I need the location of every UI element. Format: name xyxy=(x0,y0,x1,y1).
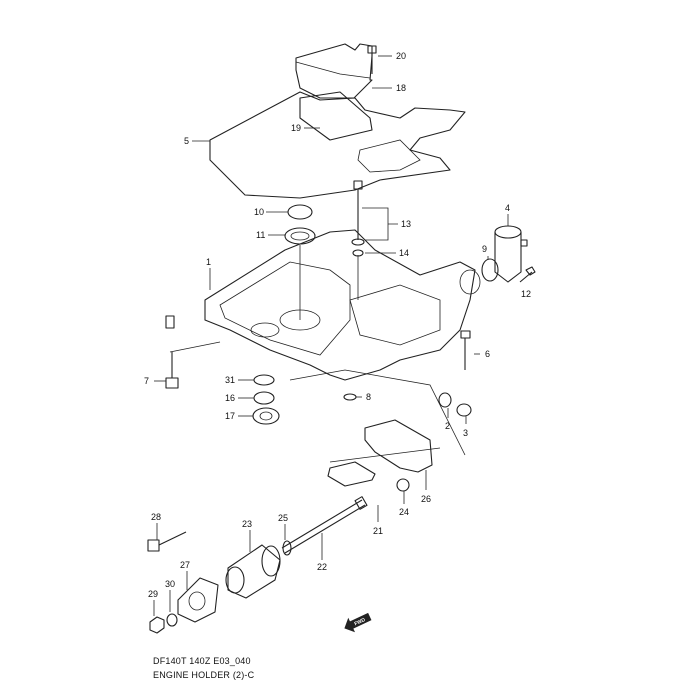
label-24: 24 xyxy=(399,507,409,517)
label-12: 12 xyxy=(521,289,531,299)
label-25: 25 xyxy=(278,513,288,523)
label-17: 17 xyxy=(225,411,235,421)
forward-marker-label: FWD xyxy=(354,617,367,627)
gasket-part-5 xyxy=(209,91,466,199)
label-11: 11 xyxy=(256,230,265,240)
nut-part-29 xyxy=(149,616,165,634)
label-4: 4 xyxy=(505,203,510,213)
part-labels: 20 18 19 5 10 13 4 11 14 9 1 12 6 7 31 1… xyxy=(144,51,531,599)
oring-part-8 xyxy=(343,393,357,401)
label-27: 27 xyxy=(180,560,190,570)
bearing-part-17 xyxy=(252,407,280,425)
bolt-part-28 xyxy=(147,531,187,552)
oring-part-9 xyxy=(481,258,499,282)
holder-part-27 xyxy=(177,577,219,623)
label-20: 20 xyxy=(396,51,406,61)
label-7: 7 xyxy=(144,376,149,386)
label-21: 21 xyxy=(373,526,383,536)
bolt-part-7 xyxy=(165,352,179,389)
nut-part-24 xyxy=(396,478,410,492)
bracket-part-26 xyxy=(364,419,433,473)
washer-part-25 xyxy=(282,540,292,556)
shaft-part-22 xyxy=(281,496,368,554)
label-30: 30 xyxy=(165,579,175,589)
bolt-part-13 xyxy=(351,180,365,257)
label-5: 5 xyxy=(184,136,189,146)
cover-part-18 xyxy=(295,43,373,99)
label-13: 13 xyxy=(401,219,411,229)
label-26: 26 xyxy=(421,494,431,504)
bolt-part-20 xyxy=(367,45,377,74)
gasket-part-19 xyxy=(299,91,373,141)
screw-part-12 xyxy=(519,266,536,283)
label-8: 8 xyxy=(366,392,371,402)
label-18: 18 xyxy=(396,83,406,93)
label-29: 29 xyxy=(148,589,158,599)
engine-holder-part-1 xyxy=(204,229,481,381)
bolt-part-6 xyxy=(460,330,471,370)
pin xyxy=(165,315,175,329)
label-9: 9 xyxy=(482,244,487,254)
plug-part-3 xyxy=(456,403,472,417)
seal-part-10 xyxy=(287,204,313,220)
label-19: 19 xyxy=(291,123,301,133)
forward-arrow-icon xyxy=(344,612,372,633)
plate-gasket xyxy=(327,461,376,487)
washer-part-2 xyxy=(438,392,452,408)
mount-part-23 xyxy=(225,544,281,599)
label-28: 28 xyxy=(151,512,161,522)
seal-part-11 xyxy=(284,227,316,245)
forward-marker: FWD xyxy=(344,612,372,633)
label-31: 31 xyxy=(225,375,235,385)
leader-lines xyxy=(153,55,509,616)
diagram-code: DF140T 140Z E03_040 xyxy=(153,656,251,666)
label-3: 3 xyxy=(463,428,468,438)
washer-part-30 xyxy=(166,613,178,627)
label-1: 1 xyxy=(206,257,211,267)
label-14: 14 xyxy=(399,248,409,258)
label-10: 10 xyxy=(254,207,264,217)
label-6: 6 xyxy=(485,349,490,359)
ring-part-31 xyxy=(253,374,275,386)
label-22: 22 xyxy=(317,562,327,572)
pipe-part-4 xyxy=(494,225,528,283)
label-23: 23 xyxy=(242,519,252,529)
diagram-title: ENGINE HOLDER (2)-C xyxy=(153,670,255,680)
label-16: 16 xyxy=(225,393,235,403)
label-2: 2 xyxy=(445,421,450,431)
seal-part-16 xyxy=(253,391,275,405)
